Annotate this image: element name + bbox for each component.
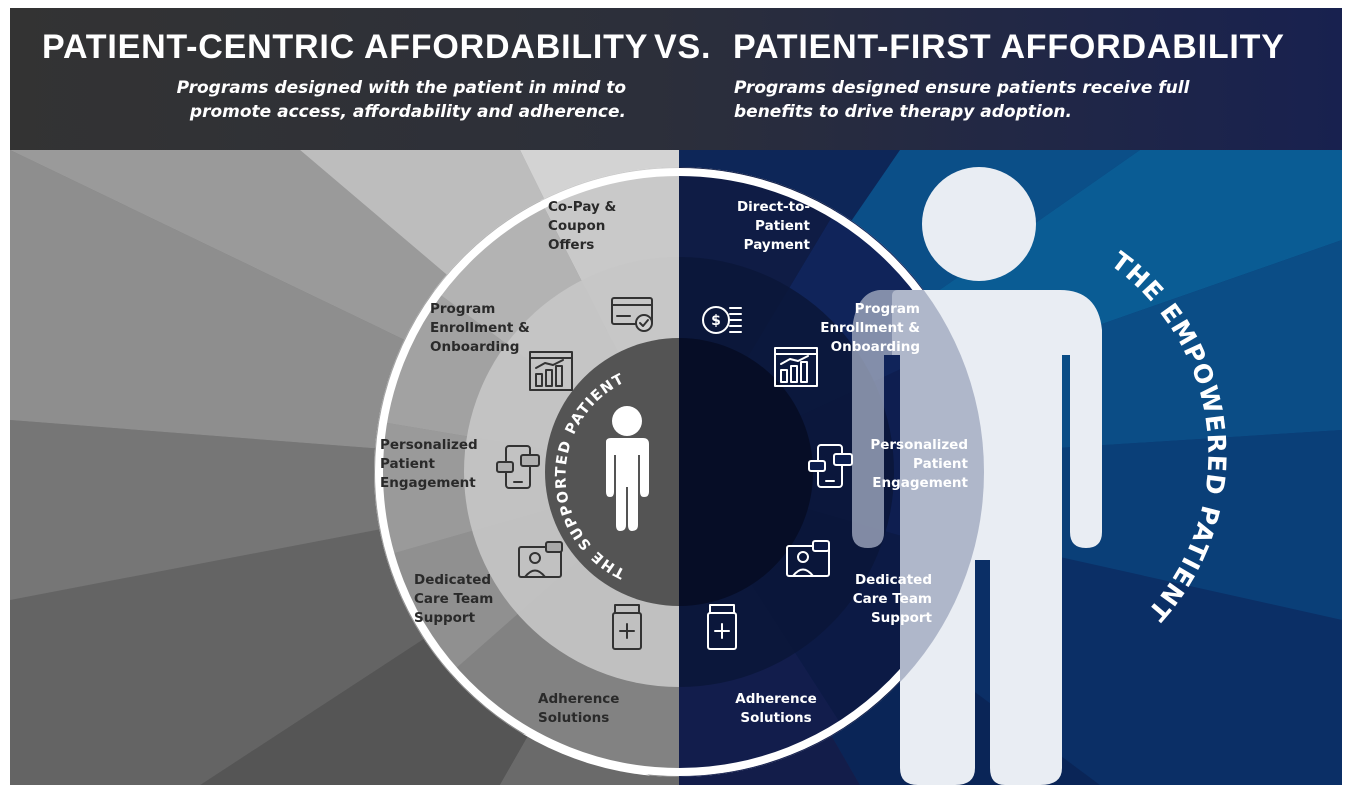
empowered-item-adherence-label: Adherence Solutions bbox=[735, 691, 817, 726]
right-subtitle: Programs designed ensure patients receiv… bbox=[734, 78, 1190, 122]
supported-item-engagement-label: Personalized Patient Engagement bbox=[380, 437, 478, 491]
right-title: PATIENT-FIRST AFFORDABILITY bbox=[733, 28, 1285, 66]
svg-text:$: $ bbox=[711, 313, 721, 329]
header: PATIENT-CENTRIC AFFORDABILITY VS. PATIEN… bbox=[10, 0, 1342, 150]
empowered-item-engagement-label: Personalized Patient Engagement bbox=[870, 437, 968, 491]
supported-item-copay-label: Co-Pay & Coupon Offers bbox=[548, 199, 617, 253]
money-stack-icon: $ bbox=[702, 306, 742, 334]
empowered-item-careteam-label: Dedicated Care Team Support bbox=[852, 572, 932, 626]
mobile-chat-icon bbox=[808, 444, 853, 488]
supported-person-icon bbox=[606, 406, 649, 531]
dashboard-chart-icon bbox=[774, 347, 818, 387]
left-subtitle: Programs designed with the patient in mi… bbox=[176, 78, 626, 122]
supported-item-careteam-label: Dedicated Care Team Support bbox=[414, 572, 494, 626]
header-band bbox=[10, 8, 1342, 150]
empowered-item-enrollment-label: Program Enrollment & Onboarding bbox=[820, 301, 920, 355]
supported-item-enrollment-label: Program Enrollment & Onboarding bbox=[430, 301, 530, 355]
pill-bottle-icon bbox=[707, 604, 737, 650]
pill-bottle-icon bbox=[612, 604, 642, 650]
vs-label: VS. bbox=[654, 28, 712, 66]
credit-card-icon bbox=[611, 297, 653, 332]
supported-item-adherence-label: Adherence Solutions bbox=[538, 691, 620, 726]
empowered-item-payment-label: Direct-to- Patient Payment bbox=[736, 199, 810, 253]
video-call-icon bbox=[786, 540, 830, 577]
left-title: PATIENT-CENTRIC AFFORDABILITY bbox=[42, 28, 649, 66]
dashboard-chart-icon bbox=[529, 351, 573, 391]
mobile-chat-icon bbox=[496, 445, 540, 489]
video-call-icon bbox=[518, 541, 563, 578]
